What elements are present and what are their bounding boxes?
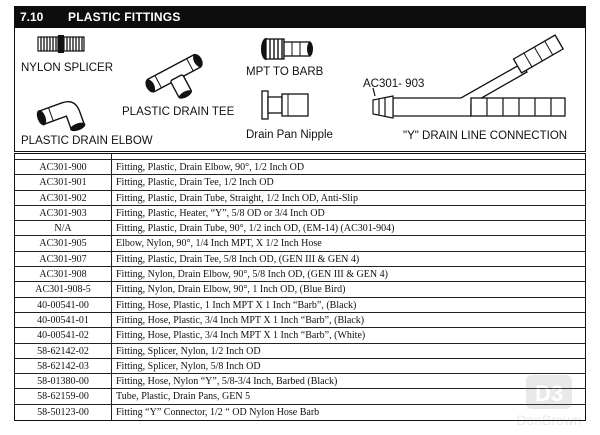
part-description: Fitting, Plastic, Drain Elbow, 90°, 1/2 … [116,162,305,173]
part-description: Fitting, Hose, Plastic, 3/4 Inch MPT X 1… [116,314,365,326]
table-row: 58-62159-00 Tube, Plastic, Drain Pans, GE… [15,389,585,405]
header-part-cell [15,154,112,159]
table-row: AC301-908 Fitting, Nylon, Drain Elbow, 90… [15,267,585,283]
part-description: Fitting, Plastic, Drain Tee, 1/2 Inch OD [116,177,274,189]
part-description: Elbow, Nylon, 90°, 1/4 Inch MPT, X 1/2 I… [116,238,322,250]
mpt-to-barb-label: MPT TO BARB [246,66,324,78]
y-part-number-label: AC301- 903 [363,78,425,90]
mpt-to-barb-icon [261,38,313,60]
part-description: Fitting, Splicer, Nylon, 5/8 Inch OD [116,360,261,372]
part-number: 40-00541-01 [15,312,112,328]
table-row: 40-00541-00 Fitting, Hose, Plastic, 1 Inc… [15,297,585,313]
drain-tee-icon [145,53,203,99]
part-number: AC301-901 [15,175,112,190]
table-row: AC301-902 Fitting, Plastic, Drain Tube, S… [15,190,585,206]
part-number: AC301-905 [15,236,112,251]
nylon-splicer-label: NYLON SPLICER [21,62,114,74]
part-number: AC301-903 [15,205,112,221]
part-description: Fitting, Hose, Nylon “Y”, 5/8-3/4 Inch, … [116,376,338,388]
part-description: Tube, Plastic, Drain Pans, GEN 5 [116,391,251,403]
part-description: Fitting, Nylon, Drain Elbow, 90°, 1 Inch… [116,284,346,296]
part-number: 58-50123-00 [15,404,112,421]
table-header-row [15,154,585,160]
table-row: AC301-905 Elbow, Nylon, 90°, 1/4 Inch MPT… [15,236,585,252]
section-header: 7.10 PLASTIC FITTINGS [14,6,586,28]
parts-table: AC301-900 Fitting, Plastic, Drain Elbow, … [14,153,586,422]
section-number: 7.10 [20,10,44,24]
table-row: AC301-908-5 Fitting, Nylon, Drain Elbow, … [15,282,585,298]
drain-elbow-icon [36,100,86,132]
table-row: AC301-900 Fitting, Plastic, Drain Elbow, … [15,160,585,176]
header-description-cell [112,154,585,159]
part-number: 40-00541-02 [15,328,112,343]
svg-text:D3: D3 [535,381,563,406]
part-number: AC301-908-5 [15,282,112,297]
part-description: Fitting, Plastic, Drain Tube, 90°, 1/2 i… [116,223,395,235]
part-number: AC301-900 [15,160,112,175]
table-row: 40-00541-01 Fitting, Hose, Plastic, 3/4 I… [15,312,585,329]
nylon-splicer-icon [37,35,85,53]
y-drain-line-label: "Y" DRAIN LINE CONNECTION [403,130,568,142]
part-description: Fitting, Hose, Plastic, 1 Inch MPT X 1 I… [116,299,357,311]
table-row: AC301-901 Fitting, Plastic, Drain Tee, 1/… [15,175,585,191]
part-description: Fitting, Plastic, Drain Tee, 5/8 Inch OD… [116,253,360,265]
figure-panel: NYLON SPLICER PLASTIC DRAIN TEE MPT TO B… [14,28,586,152]
drain-elbow-label: PLASTIC DRAIN ELBOW [21,135,153,147]
table-row: N/A Fitting, Plastic, Drain Tube, 90°, 1/… [15,221,585,237]
part-number: AC301-907 [15,251,112,267]
drain-pan-nipple-label: Drain Pan Nipple [246,129,333,141]
part-description: Fitting, Hose, Plastic, 3/4 Inch MPT X 1… [116,330,366,342]
table-row: 58-62142-03 Fitting, Splicer, Nylon, 5/8 … [15,358,585,375]
part-number: AC301-908 [15,267,112,282]
part-number: 58-01380-00 [15,374,112,389]
table-row: 40-00541-02 Fitting, Hose, Plastic, 3/4 I… [15,328,585,344]
drain-pan-nipple-icon [261,90,309,120]
part-number: 40-00541-00 [15,297,112,312]
part-description: Fitting, Plastic, Drain Tube, Straight, … [116,192,358,204]
table-row: AC301-903 Fitting, Plastic, Heater, “Y”, … [15,205,585,222]
watermark-text: DonBrown [516,412,581,428]
table-row: AC301-907 Fitting, Plastic, Drain Tee, 5/… [15,251,585,268]
part-number: 58-62142-02 [15,343,112,358]
part-description: Fitting “Y” Connector, 1/2 “ OD Nylon Ho… [116,406,320,418]
part-number: AC301-902 [15,190,112,205]
part-description: Fitting, Nylon, Drain Elbow, 90°, 5/8 In… [116,269,388,281]
watermark-logo-icon: D3 DonBrown [516,375,582,428]
part-number: 58-62159-00 [15,389,112,404]
table-row: 58-62142-02 Fitting, Splicer, Nylon, 1/2 … [15,343,585,359]
y-connection-icon [372,34,566,119]
part-description: Fitting, Plastic, Heater, “Y”, 5/8 OD or… [116,207,325,219]
table-row: 58-01380-00 Fitting, Hose, Nylon “Y”, 5/8… [15,374,585,390]
drain-tee-label: PLASTIC DRAIN TEE [122,106,235,118]
part-number: 58-62142-03 [15,358,112,374]
part-number: N/A [15,221,112,236]
table-row: 58-50123-00 Fitting “Y” Connector, 1/2 “ … [15,404,585,421]
part-description: Fitting, Splicer, Nylon, 1/2 Inch OD [116,345,261,357]
section-title: PLASTIC FITTINGS [68,10,181,24]
